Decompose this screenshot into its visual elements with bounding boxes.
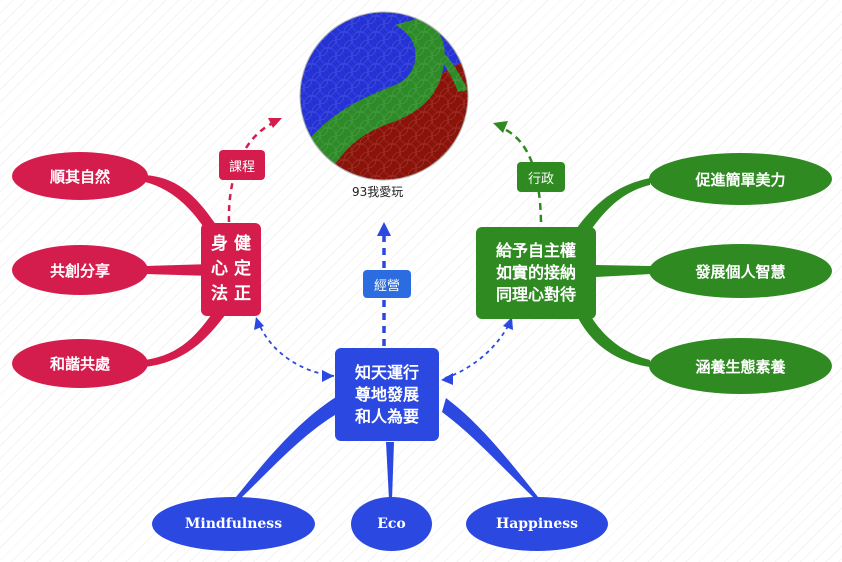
node-bottom-leaf-happiness[interactable]: Happiness <box>466 497 608 551</box>
node-bottom-center[interactable]: 知天運行 尊地發展 和人為要 <box>335 348 439 441</box>
arrowhead-right-to-logo <box>493 121 508 133</box>
arrowhead-bottom-left-end <box>322 370 334 382</box>
node-left-center[interactable]: 身 健 心 定 法 正 <box>201 223 261 316</box>
branch-left-middle <box>145 264 212 276</box>
logo-caption: 93我愛玩 <box>352 185 404 199</box>
node-left-leaf-2[interactable]: 共創分享 <box>12 245 148 295</box>
arrowhead-bottom-to-logo <box>377 222 391 236</box>
node-right-center[interactable]: 給予自主權 如實的接納 同理心對待 <box>476 227 596 319</box>
node-right-leaf-2[interactable]: 發展個人智慧 <box>649 244 832 298</box>
edge-label-jingying: 經營 <box>363 270 411 298</box>
branch-left-bottom <box>145 305 228 367</box>
node-right-leaf-3[interactable]: 涵養生態素養 <box>649 338 832 394</box>
node-left-leaf-3[interactable]: 和諧共處 <box>12 339 148 388</box>
connector-right-to-logo <box>501 126 543 223</box>
branch-bottom-left <box>236 397 340 499</box>
arrowhead-bottom-to-left <box>254 317 264 330</box>
edge-label-xingzheng: 行政 <box>517 162 565 192</box>
branch-bottom-middle <box>386 442 394 500</box>
connector-bottom-to-left <box>259 325 335 377</box>
node-left-leaf-1[interactable]: 順其自然 <box>12 152 148 200</box>
branch-bottom-right <box>442 398 538 499</box>
yin-yang-logo <box>299 11 469 181</box>
arrowhead-bottom-to-right <box>503 317 513 330</box>
connector-bottom-to-right <box>444 325 509 379</box>
branch-right-bottom <box>576 308 650 367</box>
node-bottom-leaf-eco[interactable]: Eco <box>351 497 432 551</box>
node-bottom-leaf-mindfulness[interactable]: Mindfulness <box>152 497 315 551</box>
node-right-leaf-1[interactable]: 促進簡單美力 <box>649 153 832 205</box>
edge-label-kecheng: 課程 <box>219 150 265 180</box>
branch-right-middle <box>596 265 651 277</box>
arrowhead-bottom-right-end <box>441 373 453 385</box>
arrowhead-left-to-logo <box>268 118 282 128</box>
